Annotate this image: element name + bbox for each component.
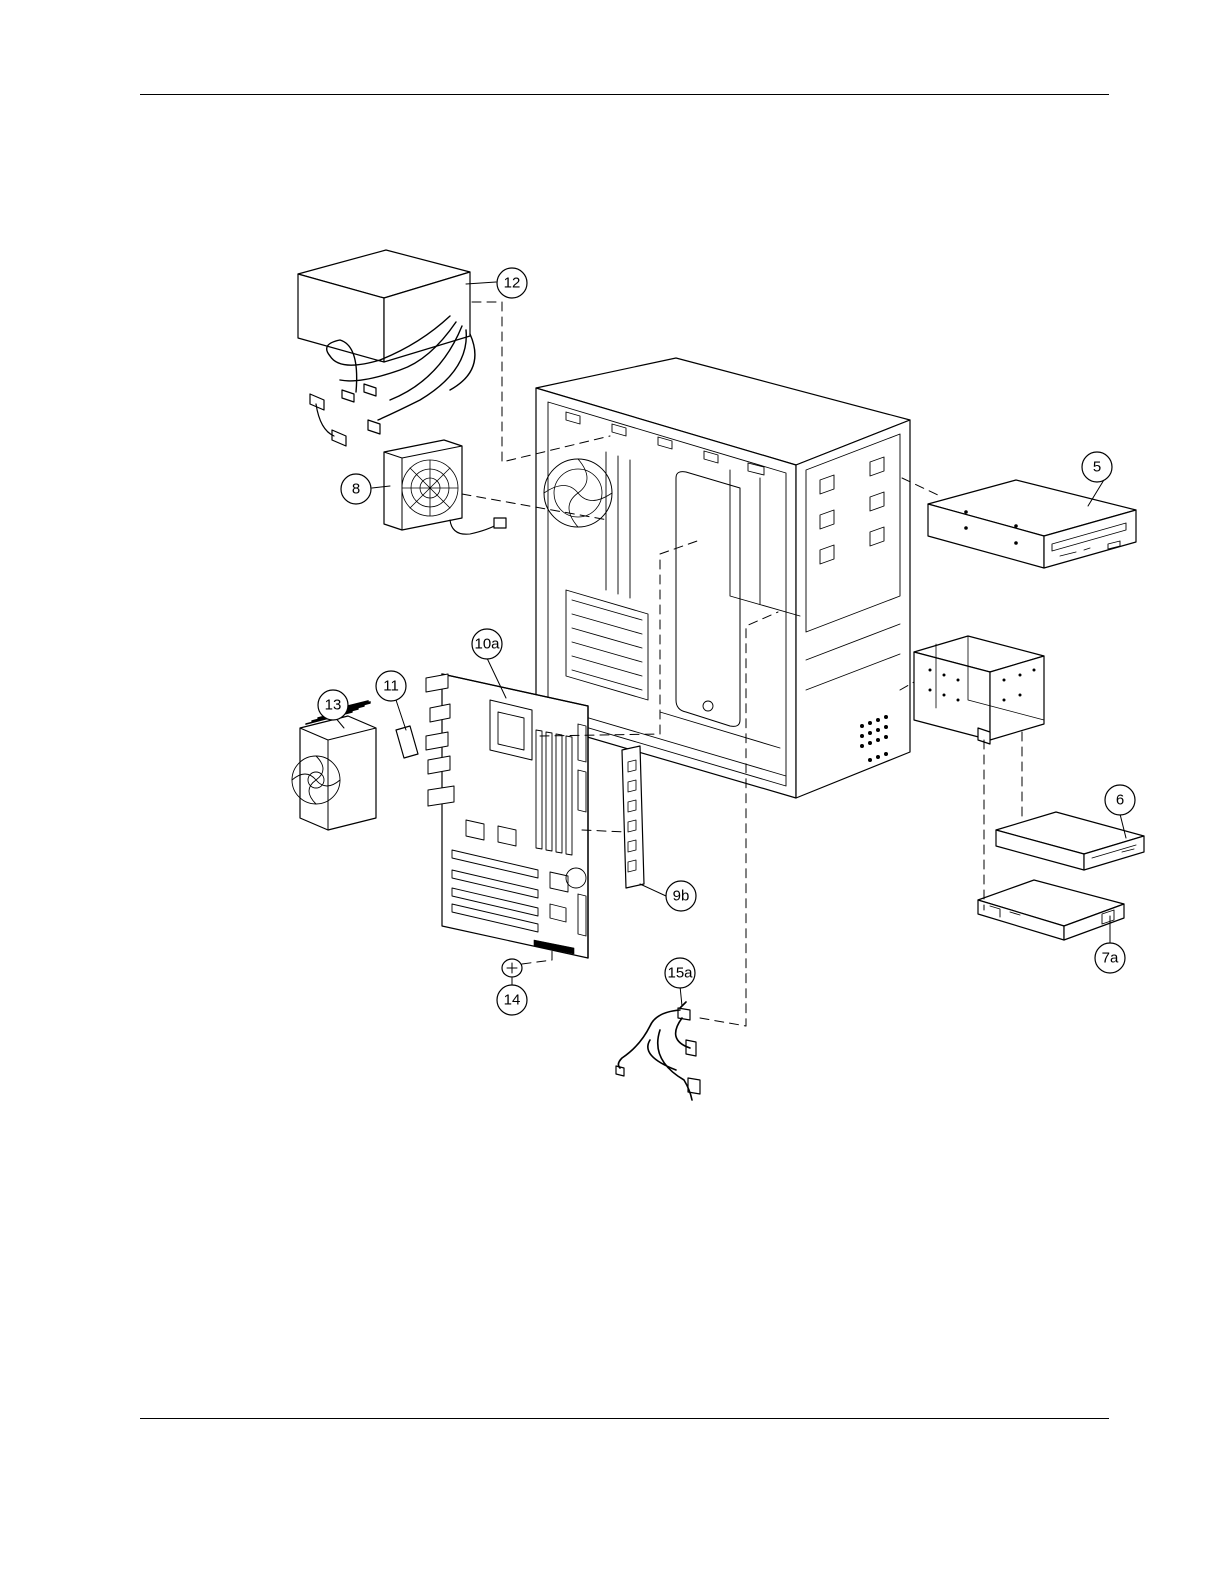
callout-label: 7a <box>1102 950 1119 967</box>
callout-5: 5 <box>1082 452 1112 482</box>
callout-8: 8 <box>341 474 371 504</box>
callout-label: 6 <box>1116 792 1124 809</box>
callout-label: 5 <box>1093 459 1101 476</box>
callout-11: 11 <box>376 671 406 701</box>
callout-label: 15a <box>667 965 693 982</box>
cable-assembly <box>616 1002 700 1100</box>
callout-13: 13 <box>318 690 348 720</box>
callout-6: 6 <box>1105 785 1135 815</box>
callout-label: 14 <box>504 992 521 1009</box>
callout-label: 12 <box>504 275 521 292</box>
chassis <box>536 358 910 798</box>
hard-drive <box>978 880 1124 940</box>
callout-12: 12 <box>497 268 527 298</box>
system-fan <box>384 440 506 534</box>
callout-label: 10a <box>474 636 500 653</box>
callout-10a: 10a <box>472 629 502 659</box>
callout-label: 13 <box>325 697 342 714</box>
callout-label: 8 <box>352 481 360 498</box>
power-supply <box>298 250 475 446</box>
callout-15a: 15a <box>665 958 695 988</box>
callout-14: 14 <box>497 985 527 1015</box>
callout-9b: 9b <box>666 881 696 911</box>
optical-drive <box>928 480 1136 568</box>
callout-label: 11 <box>383 678 399 695</box>
chassis-fan-grille-icon <box>544 459 612 527</box>
battery <box>502 959 522 977</box>
system-board <box>426 674 588 958</box>
thermal-pad <box>396 726 418 758</box>
callout-label: 9b <box>673 888 690 905</box>
memory-module <box>622 746 644 888</box>
drive-bracket <box>914 636 1044 744</box>
callout-7a: 7a <box>1095 943 1125 973</box>
fan-guard-icon <box>402 460 458 516</box>
